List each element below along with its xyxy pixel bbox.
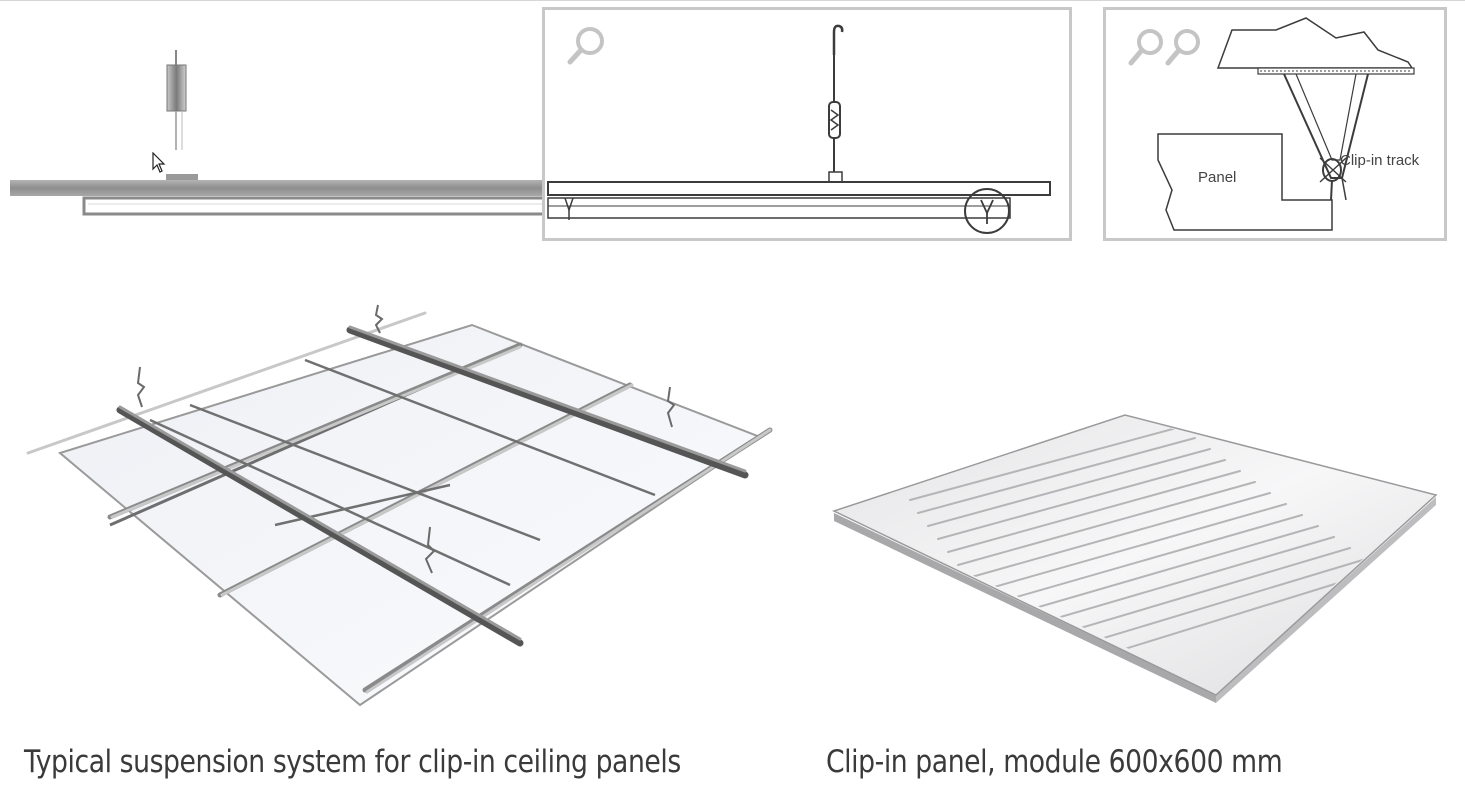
top-divider	[0, 0, 1465, 1]
caption-clip-in-panel: Clip-in panel, module 600x600 mm	[826, 744, 1283, 780]
double-magnifier-icon	[1128, 29, 1200, 66]
clip-in-panel-illustration	[832, 414, 1438, 703]
magnifier-icon	[567, 27, 604, 65]
clip-in-track-label: Clip-in track	[1340, 152, 1420, 169]
detail-2-drawing: Panel Clip-in track	[1157, 17, 1420, 231]
detail-panel-zoom-2: Panel Clip-in track	[1103, 7, 1447, 241]
mouse-cursor-icon	[152, 152, 166, 173]
section-left-illustration	[10, 50, 560, 216]
panel-label: Panel	[1198, 169, 1236, 186]
suspension-system-illustration	[26, 304, 773, 707]
detail-panel-zoom-1	[542, 7, 1072, 241]
caption-suspension-system: Typical suspension system for clip-in ce…	[24, 744, 681, 780]
detail-1-drawing	[547, 24, 1051, 234]
